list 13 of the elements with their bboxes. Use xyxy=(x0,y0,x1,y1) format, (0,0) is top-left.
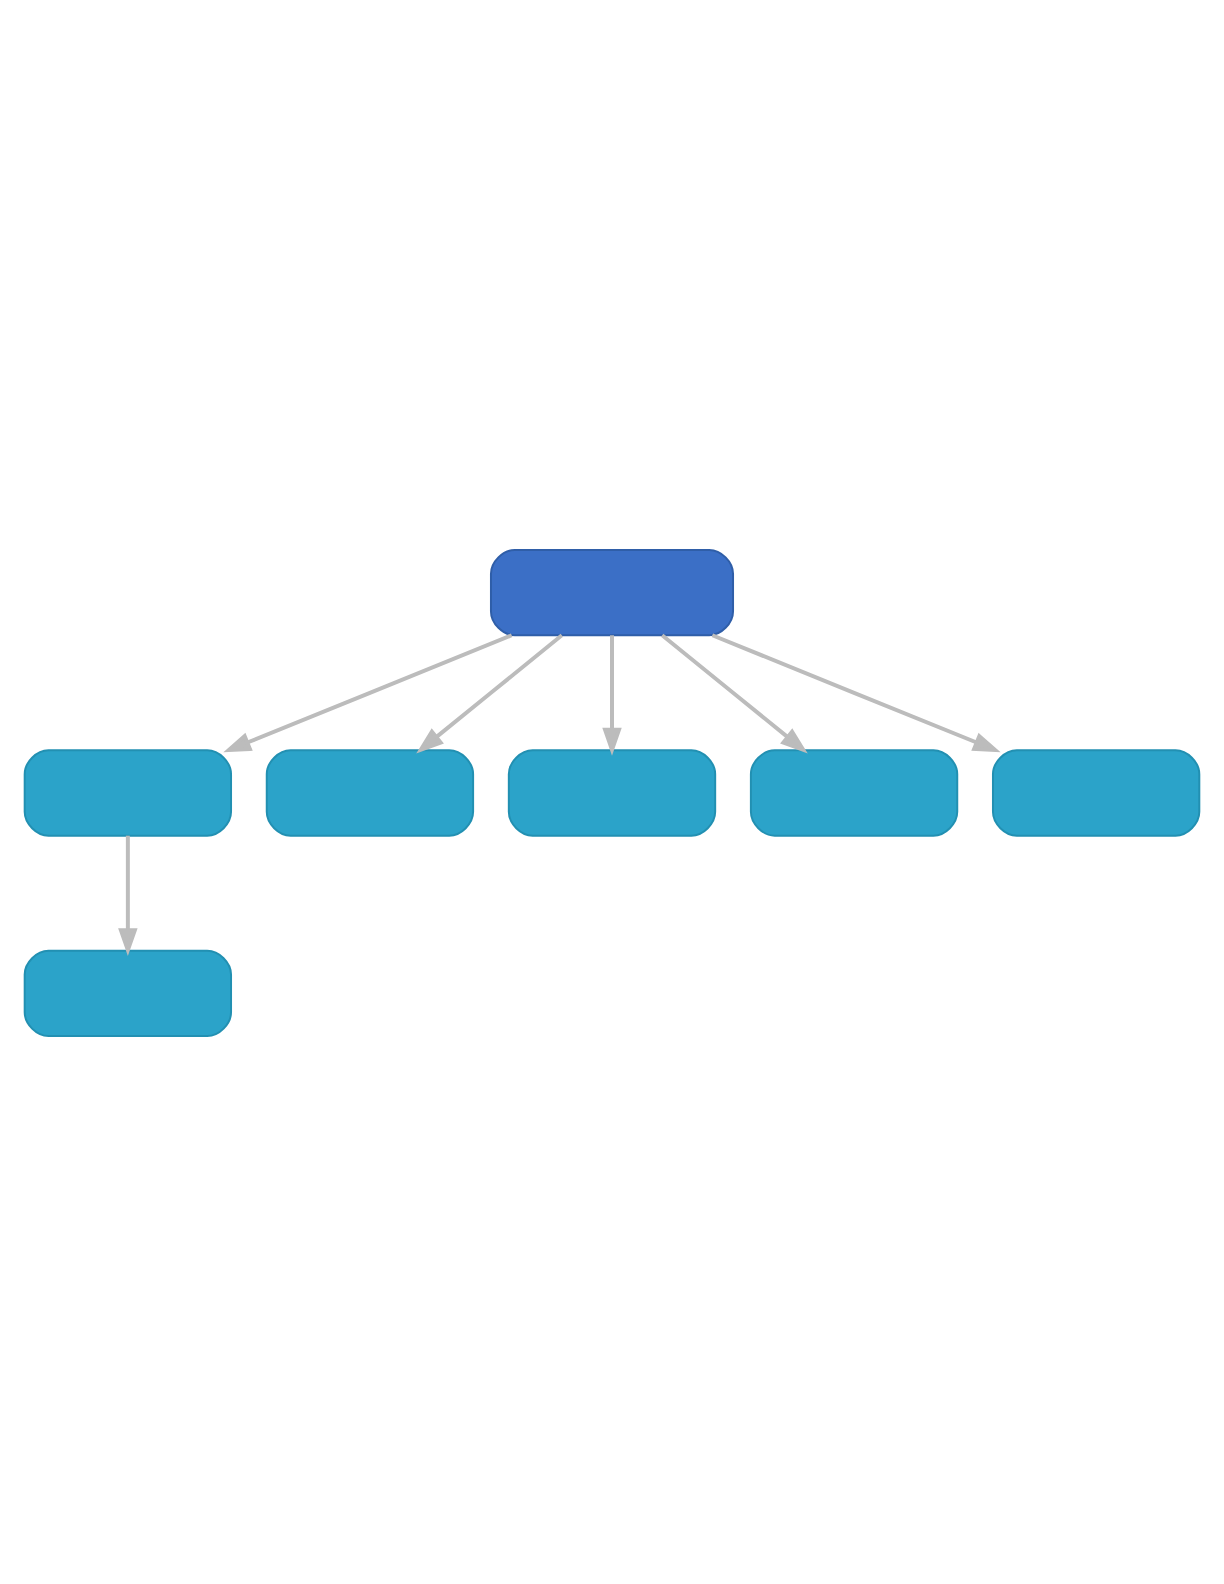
arrow xyxy=(416,632,564,753)
arrow xyxy=(660,632,808,753)
node-box xyxy=(507,748,717,836)
node-box xyxy=(23,948,233,1037)
node-box xyxy=(265,748,475,836)
node-box xyxy=(489,547,735,636)
arrow xyxy=(711,632,1001,752)
arrow xyxy=(223,632,513,752)
arrow xyxy=(602,634,622,755)
node-box xyxy=(749,748,959,836)
arrow xyxy=(118,834,138,956)
node-box xyxy=(991,748,1201,836)
node-box xyxy=(23,748,233,836)
